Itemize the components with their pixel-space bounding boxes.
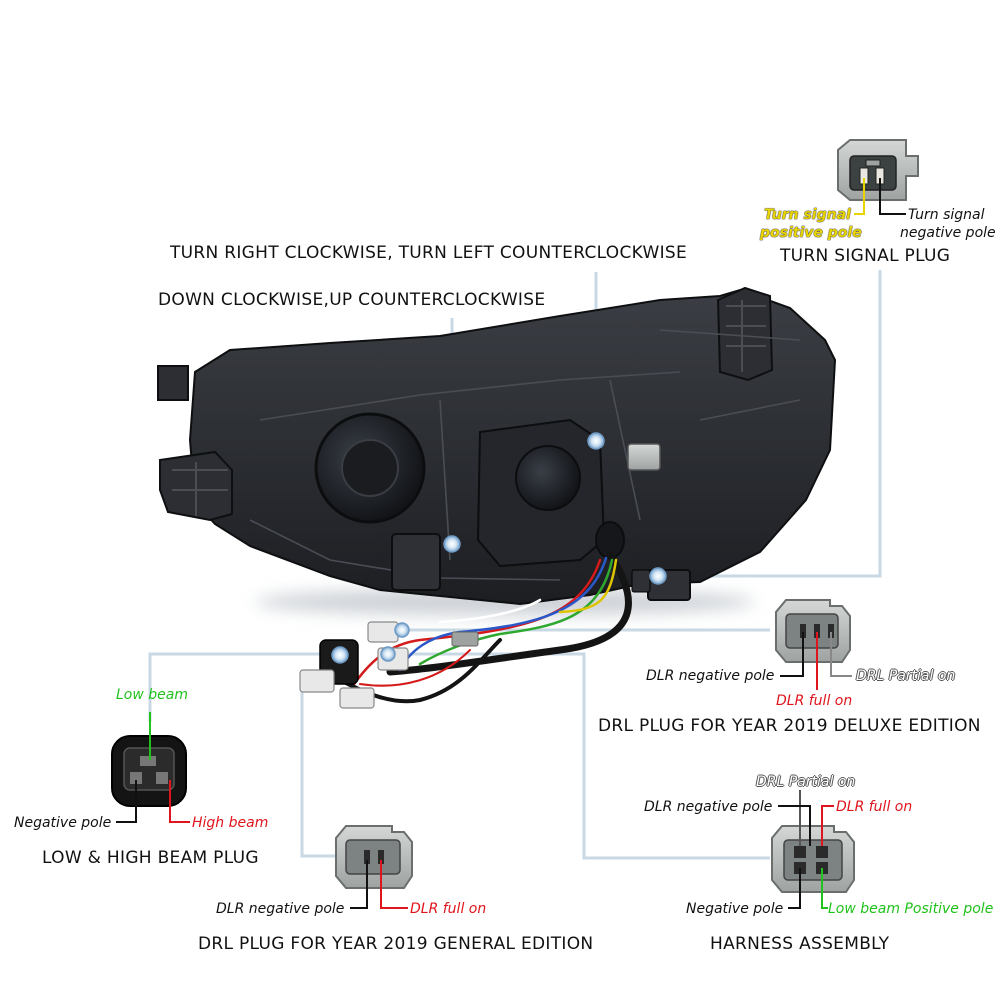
wiring-harness [338,551,632,704]
harness-negative-leader [788,868,801,909]
drl-deluxe-full-label: DLR full on [776,693,853,709]
turn-positive-label-2: positive pole [760,225,862,241]
beam-negative-label: Negative pole [14,815,112,831]
heading-turn-signal-plug: TURN SIGNAL PLUG [780,246,951,266]
drl-connector-white-3 [299,669,335,693]
housing-detail-lines [249,329,801,581]
heading-low-high-beam: LOW & HIGH BEAM PLUG [42,848,259,868]
drl-connector-white-4 [339,687,375,709]
turn-signal-plug-illustration [837,139,919,201]
wire-blue [398,556,608,672]
small-connector-grey [451,631,479,647]
wire-white [438,598,542,624]
turn-signal-socket [627,443,661,471]
drl-general-full-leader [380,860,408,909]
drl-deluxe-plug-illustration [775,599,851,663]
high-beam-cap [515,445,581,511]
drl-deluxe-negative-leader [780,632,804,677]
harness-partial-label: DRL Partial on [756,774,856,790]
drl-general-negative-leader [350,860,368,909]
turn-negative-label-1: Turn signal [908,207,985,223]
high-beam-leader [169,780,190,823]
housing-connector-left [391,533,441,591]
heading-drl-deluxe: DRL PLUG FOR YEAR 2019 DELUXE EDITION [598,716,981,736]
harness-connectors [299,569,651,709]
wire-yellow [558,558,618,614]
drl-general-full-label: DLR full on [410,901,487,917]
callout-dots [331,432,667,664]
harness-drl-negative-leader [778,805,811,846]
callout-line-turn-signal [658,270,882,578]
dot-low-high-beam [331,646,349,664]
dot-drl-deluxe [394,622,410,638]
drl-deluxe-partial-label: DRL Partial on [856,668,956,684]
main-loom [386,551,632,676]
turn-positive-label-1: Turn signal [764,207,851,223]
right-bracket [716,286,774,382]
heading-drl-general: DRL PLUG FOR YEAR 2019 GENERAL EDITION [198,934,594,954]
harness-drl-negative-label: DLR negative pole [644,799,773,815]
drl-general-plug-illustration [335,825,413,889]
heading-harness-assembly: HARNESS ASSEMBLY [710,934,890,954]
callout-line-low-high-beam [148,652,340,722]
headlight-assembly [157,286,837,616]
callout-line-drl-general [300,684,335,858]
drl-deluxe-negative-label: DLR negative pole [646,668,775,684]
left-upper-tab [157,365,189,401]
harness-drl-full-label: DLR full on [836,799,913,815]
dot-turn-signal [649,567,667,585]
harness-low-beam-leader [821,868,828,909]
low-beam-projector-cap [341,439,399,497]
harness-plug-illustration [771,825,855,893]
harness-drl-full-leader [821,805,834,846]
turn-negative-label-2: negative pole [900,225,996,241]
drl-deluxe-partial-leader [830,632,852,677]
low-beam-label: Low beam [116,687,188,703]
drl-general-negative-label: DLR negative pole [216,901,345,917]
beam-negative-leader [116,780,137,823]
heading-aim-horizontal: TURN RIGHT CLOCKWISE, TURN LEFT COUNTERC… [170,243,688,263]
heading-aim-vertical: DOWN CLOCKWISE,UP COUNTERCLOCKWISE [158,290,546,310]
drl-connector-white-1 [367,621,399,643]
dot-horizontal-aim [587,432,605,450]
turn-positive-leader [854,178,865,215]
turn-negative-leader [879,178,906,215]
dot-vertical-aim [443,535,461,553]
harness-low-beam-positive-label: Low beam Positive pole [828,901,994,917]
wire-green [418,558,614,666]
dot-harness [380,646,396,662]
callout-lines [148,270,882,860]
harness-negative-label: Negative pole [686,901,784,917]
high-beam-label: High beam [192,815,269,831]
small-connector-dark [631,569,651,593]
wire-red-branch [359,649,471,687]
wire-red [348,558,602,692]
